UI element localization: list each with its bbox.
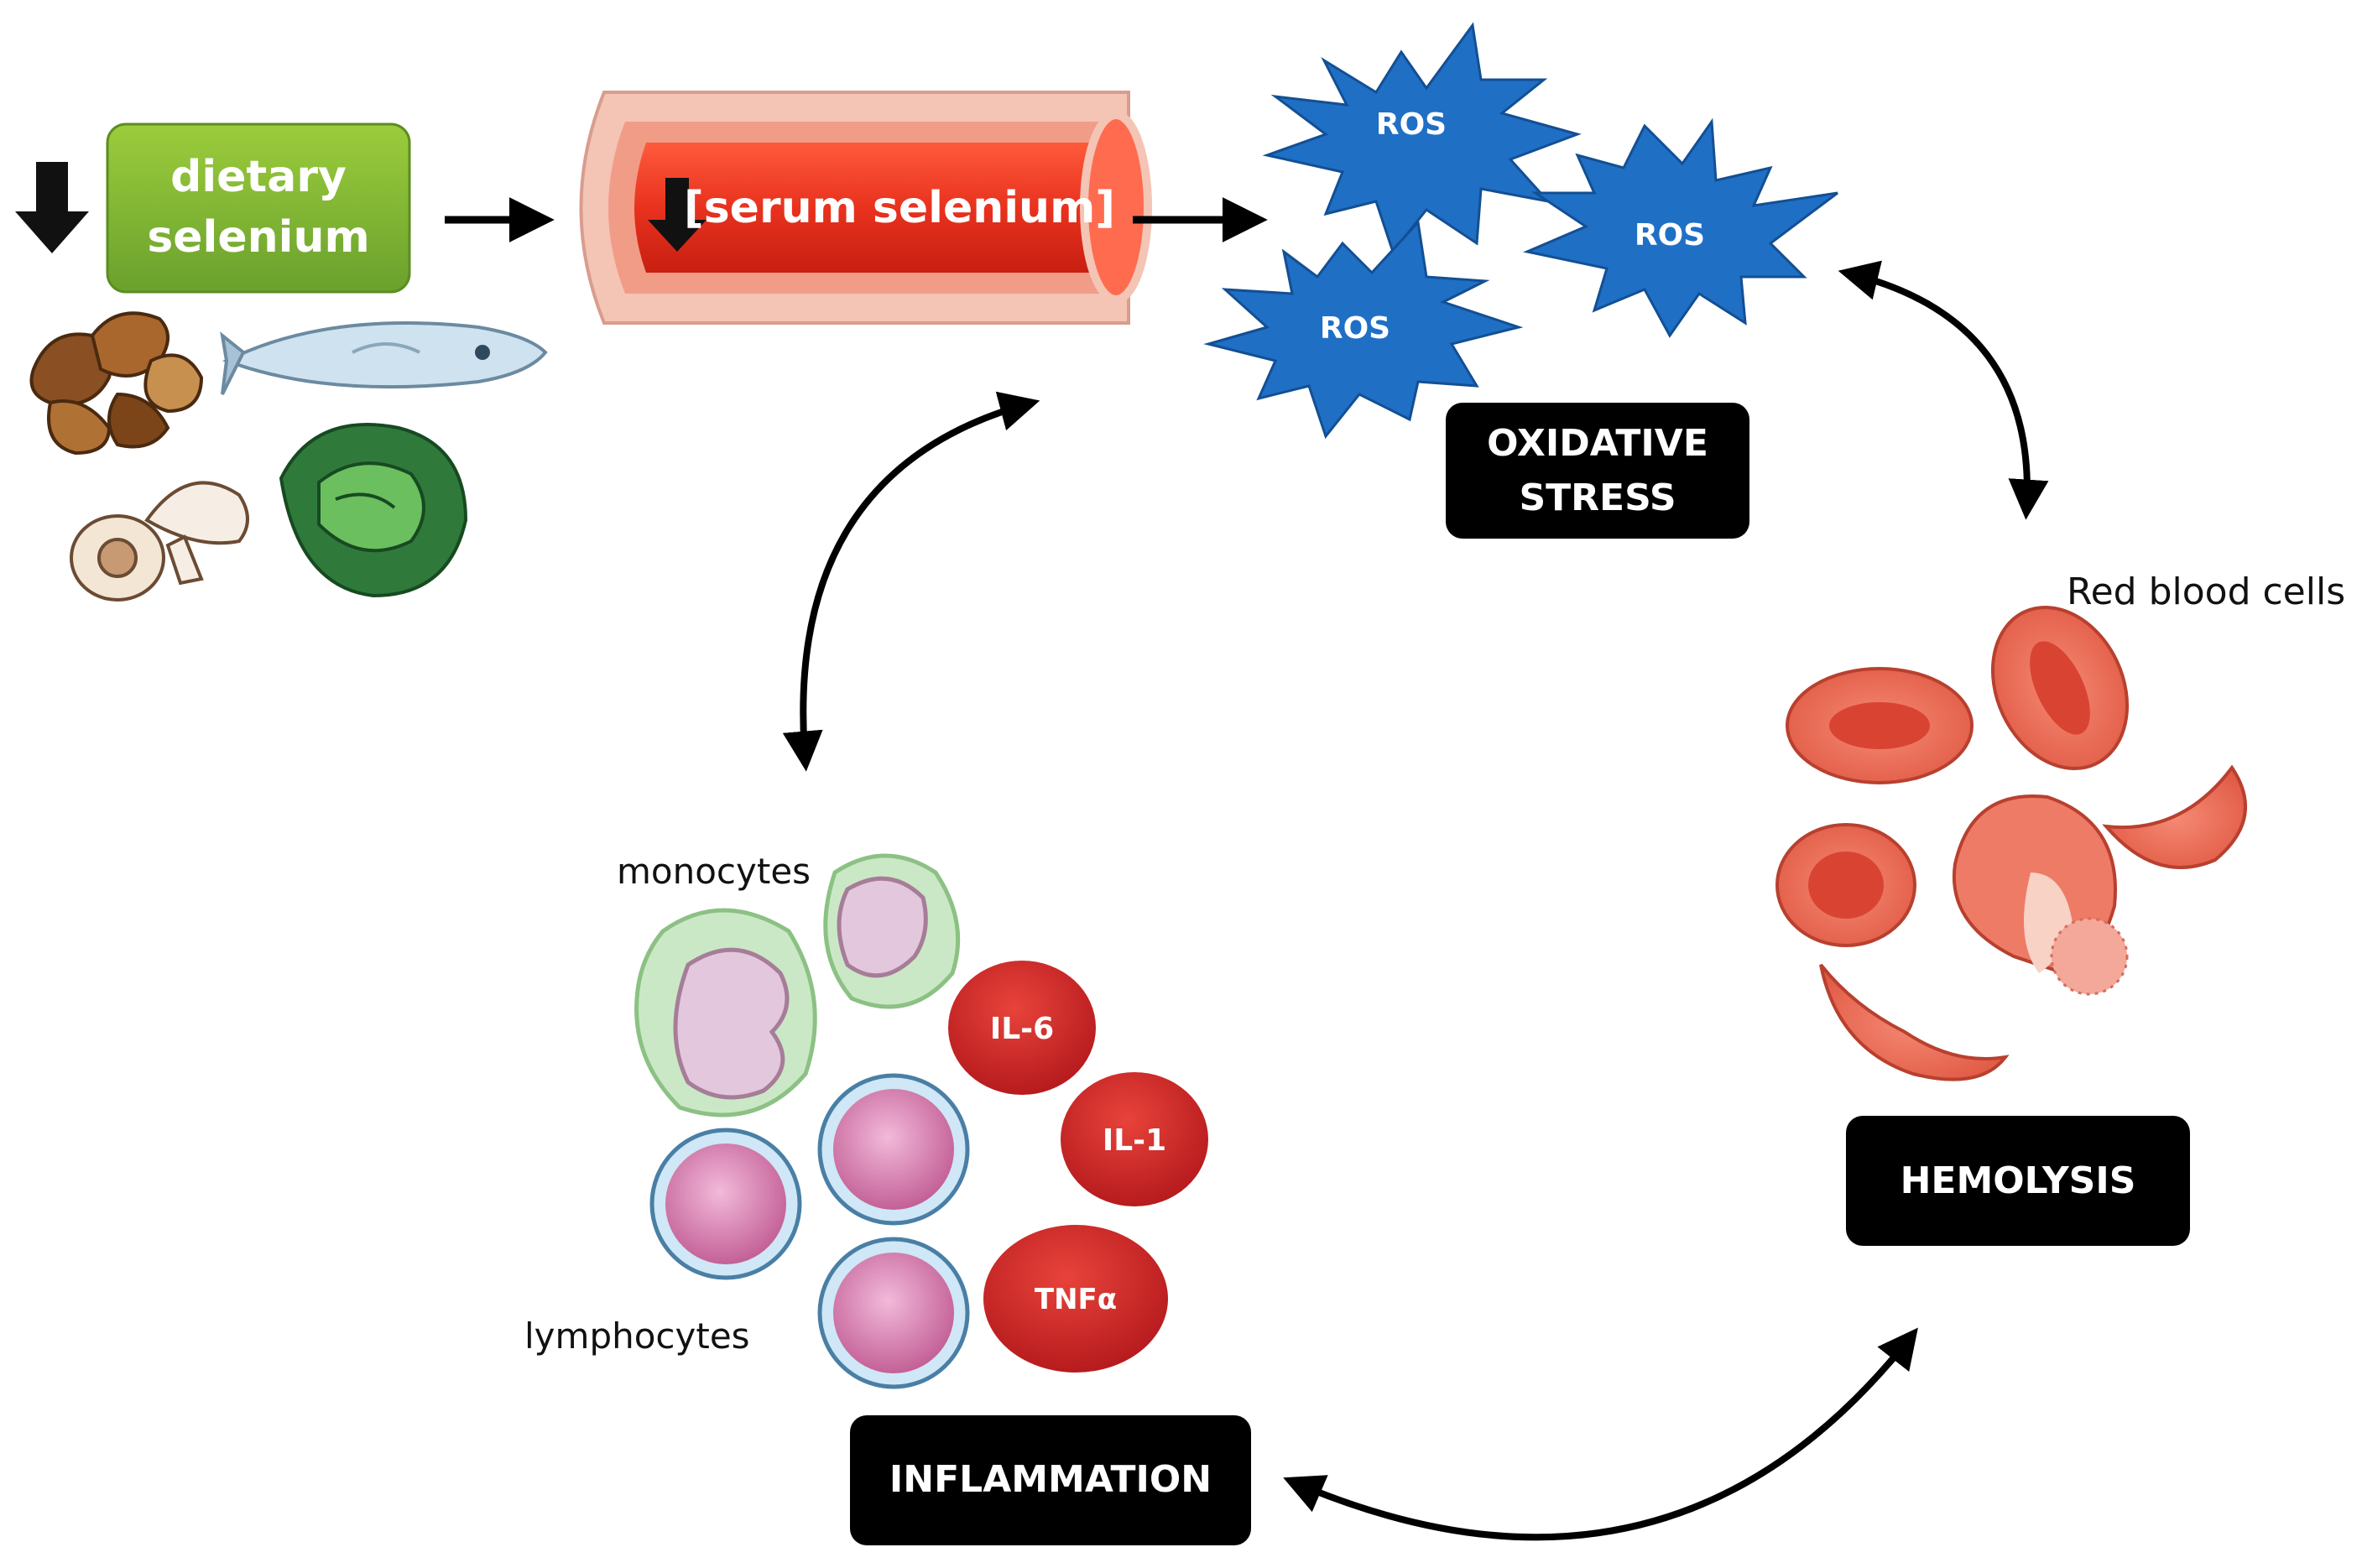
cytokine-tnfa-label: TNFα	[1035, 1283, 1117, 1316]
inflammation-label: INFLAMMATION	[889, 1458, 1212, 1501]
arrow-serum-inflammation	[782, 391, 1040, 772]
ros-star-3: ROS	[1203, 219, 1524, 440]
cytokine-il1: IL-1	[1061, 1072, 1208, 1206]
serum-selenium-label: [serum selenium]	[684, 183, 1115, 233]
mushrooms-icon	[70, 481, 249, 602]
cytokine-tnfa: TNFα	[983, 1225, 1168, 1373]
oxidative-stress-box: OXIDATIVE STRESS	[1446, 403, 1749, 539]
monocyte-1	[634, 908, 817, 1117]
cytokine-il1-label: IL-1	[1103, 1123, 1166, 1158]
lymphocyte-1	[817, 1073, 970, 1226]
ros-label-3: ROS	[1635, 218, 1705, 253]
dietary-selenium-box: dietary selenium	[106, 122, 411, 294]
brazil-nuts-icon	[29, 311, 204, 456]
arrow-ros-hemolysis	[1838, 260, 2049, 520]
arrow-inflammation-hemolysis	[1283, 1327, 1918, 1541]
ros-label-1: ROS	[1376, 107, 1447, 142]
dietary-selenium-line2: selenium	[147, 212, 369, 263]
blood-vessel: [serum selenium]	[579, 91, 1152, 325]
ros-star-1: ROS	[1262, 22, 1582, 255]
hemolysis-box: HEMOLYSIS	[1846, 1116, 2190, 1246]
red-blood-cells-label: Red blood cells	[2067, 570, 2345, 613]
oxidative-stress-line2: STRESS	[1519, 477, 1676, 519]
monocytes-label: monocytes	[617, 851, 811, 892]
hemolysis-label: HEMOLYSIS	[1901, 1159, 2136, 1202]
serum-down-arrow-icon	[648, 178, 707, 252]
cytokine-il6: IL-6	[948, 961, 1096, 1095]
red-blood-cells-cluster	[1775, 605, 2247, 1081]
ros-star-2: ROS	[1523, 117, 1838, 338]
cytokine-il6-label: IL-6	[990, 1012, 1054, 1046]
ros-label-2: ROS	[1320, 311, 1390, 346]
fish-icon	[220, 321, 548, 395]
oxidative-stress-line1: OXIDATIVE	[1487, 422, 1708, 465]
cabbage-icon	[279, 423, 468, 598]
lymphocyte-2	[649, 1128, 802, 1280]
dietary-down-arrow-icon	[15, 162, 89, 253]
dietary-selenium-line1: dietary	[170, 152, 347, 202]
lymphocyte-3	[817, 1237, 970, 1389]
inflammation-box: INFLAMMATION	[850, 1415, 1251, 1545]
lymphocytes-label: lymphocytes	[524, 1315, 750, 1357]
monocyte-2	[823, 853, 961, 1009]
